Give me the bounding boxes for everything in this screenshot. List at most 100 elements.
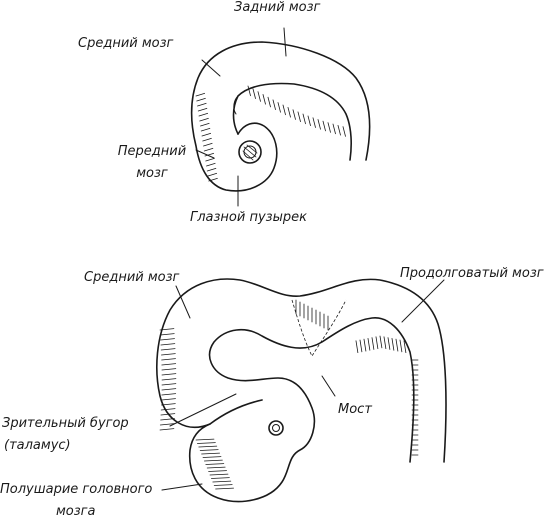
shading-stroke [317,119,321,130]
shading-stroke [205,157,215,162]
shading-stroke [161,373,177,376]
shading-stroke [203,147,214,152]
shading-stroke [198,112,208,117]
label-thalamus-line1: Зрительный бугор [2,416,129,431]
shading-stroke [204,152,214,157]
label-medulla: Продолговатый мозг [400,266,544,281]
bottom-brain-shading [159,299,419,490]
shading-stroke [287,107,291,118]
shading-stroke [379,335,383,349]
shading-stroke [209,473,229,476]
shading-stroke [208,177,218,182]
shading-stroke [206,167,217,172]
shading-stroke [307,115,311,127]
shading-stroke [395,338,399,352]
top-brain-outline [190,41,371,192]
shading-stroke [337,124,341,136]
shading-stroke [355,340,359,354]
shading-stroke [383,336,387,350]
label-hindbrain-top: Задний мозг [234,0,321,15]
shading-stroke [200,122,210,127]
shading-stroke [161,363,177,366]
label-optic-vesicle: Глазной пузырек [190,210,307,225]
shading-stroke [159,428,175,431]
shading-stroke [160,338,175,341]
shading-stroke [208,470,227,472]
shading-stroke [312,117,316,128]
shading-stroke [327,122,331,133]
shading-stroke [159,328,175,331]
shading-stroke [200,127,211,132]
shading-stroke [160,408,176,411]
shading-stroke [322,120,326,132]
shading-stroke [399,339,403,353]
top-brain-shading [195,85,346,182]
shading-stroke [195,438,215,441]
shading-stroke [252,88,256,99]
label-midbrain-bottom: Средний мозг [84,270,180,285]
shading-stroke [267,96,271,108]
bottom-optic-vesicle [268,420,284,436]
shading-stroke [161,398,176,401]
shading-stroke [375,336,379,350]
shading-stroke [403,340,407,354]
shading-stroke [272,99,276,110]
shading-stroke [391,337,395,351]
shading-stroke [302,113,306,125]
bottom-brain-outline [156,278,447,503]
shading-stroke [359,339,363,353]
bottom-brain-drawing [156,278,447,503]
shading-stroke [213,484,233,486]
shading-stroke [159,333,175,336]
shading-stroke [197,107,208,112]
shading-stroke [161,378,177,381]
shading-stroke [195,92,205,97]
shading-stroke [342,126,346,137]
shading-stroke [160,343,176,346]
shading-stroke [202,137,212,142]
shading-stroke [161,388,177,391]
shading-stroke [371,337,375,350]
shading-stroke [161,383,177,386]
shading-stroke [197,102,207,107]
top-brain-drawing [190,27,371,192]
label-thalamus-line2: (таламус) [4,438,71,453]
shading-stroke [212,480,232,483]
shading-stroke [161,393,177,396]
shading-stroke [161,368,177,371]
shading-stroke [199,449,219,451]
shading-stroke [160,413,176,416]
shading-stroke [161,353,176,356]
label-hemisphere-line1: Полушарие головного [0,482,153,497]
shading-stroke [277,102,281,113]
shading-stroke [292,109,296,120]
label-hemisphere-line2: мозга [56,504,96,519]
shading-stroke [297,111,301,123]
shading-stroke [198,445,218,448]
label-forebrain-line2: мозг [136,166,168,181]
label-midbrain-top: Средний мозг [78,36,174,51]
shading-stroke [161,358,176,361]
shading-stroke [203,459,223,462]
shading-stroke [160,418,175,421]
shading-stroke [199,117,209,122]
shading-stroke [203,142,213,147]
shading-stroke [201,452,220,455]
shading-stroke [161,403,176,406]
label-forebrain-line1: Передний [117,144,187,159]
top-optic-vesicle [238,140,262,164]
top-brain-inner-outline [232,82,352,161]
shading-stroke [205,463,225,465]
shading-stroke [159,423,175,426]
shading-stroke [215,487,234,490]
shading-stroke [367,337,371,351]
label-pons: Мост [338,402,372,417]
shading-stroke [201,132,211,137]
shading-stroke [332,123,336,135]
shading-stroke [210,477,230,479]
shading-stroke [207,172,217,177]
shading-stroke [257,91,261,102]
shading-stroke [202,456,222,458]
shading-stroke [247,85,251,97]
